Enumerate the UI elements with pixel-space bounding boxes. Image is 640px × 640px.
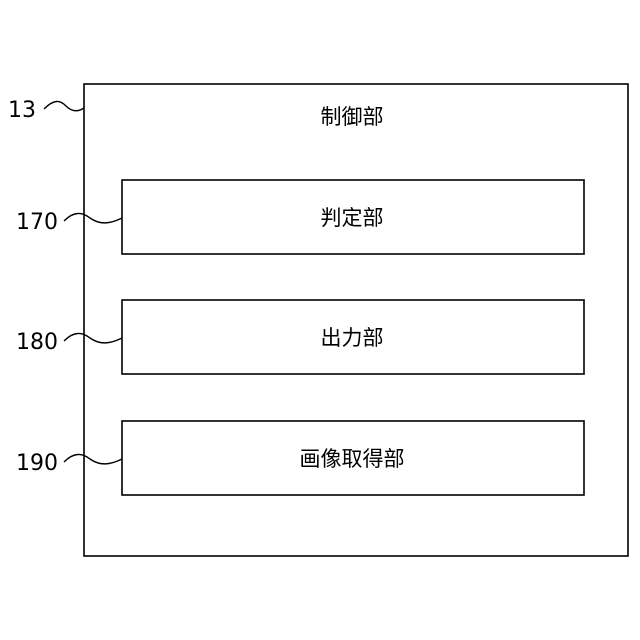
- block-180-ref-numeral: 180: [16, 330, 58, 355]
- outer-block-label: 制御部: [321, 105, 384, 129]
- block-190-ref-numeral: 190: [16, 451, 58, 476]
- outer-ref-numeral: 13: [8, 98, 36, 123]
- block-180-label: 出力部: [321, 326, 384, 350]
- block-170-ref-numeral: 170: [16, 210, 58, 235]
- block-190-label: 画像取得部: [300, 447, 405, 471]
- block-170-label: 判定部: [321, 206, 384, 230]
- outer-leader-line: [44, 101, 84, 110]
